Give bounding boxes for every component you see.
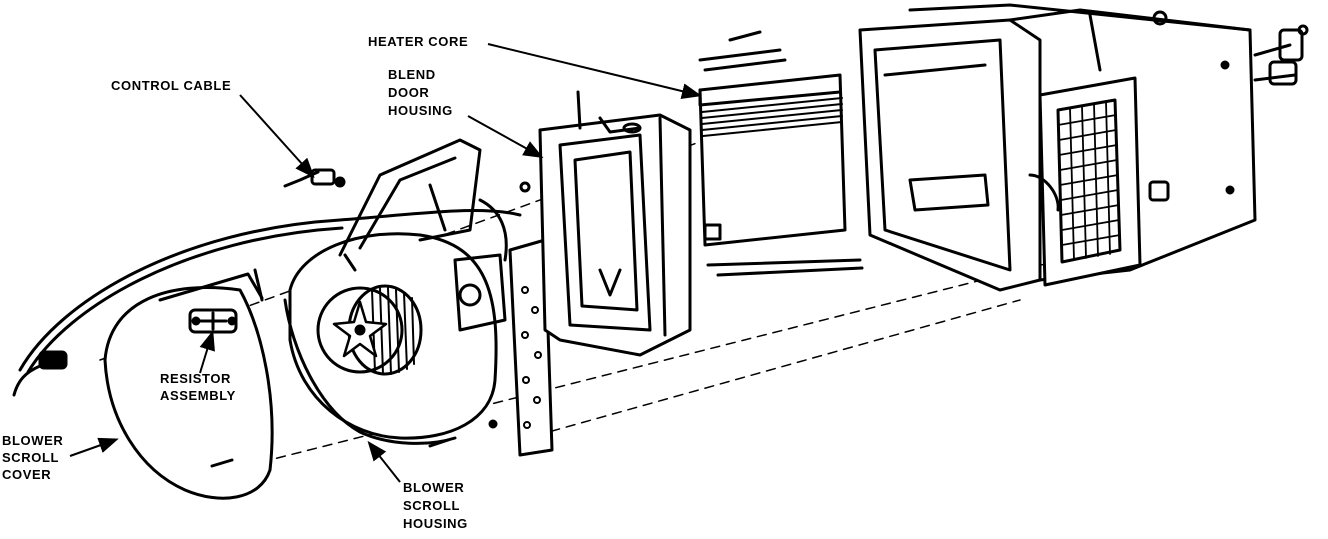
control-cable-label: CONTROL CABLE — [111, 78, 232, 93]
resistor-assembly-label: RESISTOR ASSEMBLY — [160, 370, 236, 404]
control-cable-part — [12, 168, 522, 397]
heater-core-label: HEATER CORE — [368, 34, 469, 49]
blower-scroll-cover-part — [103, 268, 274, 500]
blower-scroll-housing-label-line-1: BLOWER — [403, 480, 465, 495]
heater-case-part — [858, 3, 1309, 292]
blower-scroll-housing-label-line-3: HOUSING — [403, 516, 468, 531]
blend-door-housing-label: BLEND DOOR HOUSING — [388, 66, 453, 120]
resistor-assembly-label-line-1: RESISTOR — [160, 371, 232, 386]
blower-scroll-housing-label-line-2: SCROLL — [403, 498, 461, 513]
resistor-assembly-label-line-2: ASSEMBLY — [160, 388, 236, 403]
blower-scroll-cover-label-line-2: SCROLL — [2, 450, 60, 465]
blower-scroll-cover-label-line-3: COVER — [2, 467, 52, 482]
heater-core-part — [698, 30, 864, 277]
blower-scroll-housing-part — [283, 138, 508, 445]
blend-door-housing-part — [519, 90, 692, 357]
blend-door-housing-label-line-1: BLEND — [388, 67, 436, 82]
blower-scroll-cover-label: BLOWER SCROLL COVER — [2, 432, 63, 483]
blend-door-housing-label-line-3: HOUSING — [388, 103, 453, 118]
mounting-plate-part — [428, 238, 554, 457]
blend-door-housing-label-line-2: DOOR — [388, 85, 430, 100]
blower-scroll-housing-label: BLOWER SCROLL HOUSING — [403, 479, 468, 533]
blower-scroll-cover-label-line-1: BLOWER — [2, 433, 64, 448]
